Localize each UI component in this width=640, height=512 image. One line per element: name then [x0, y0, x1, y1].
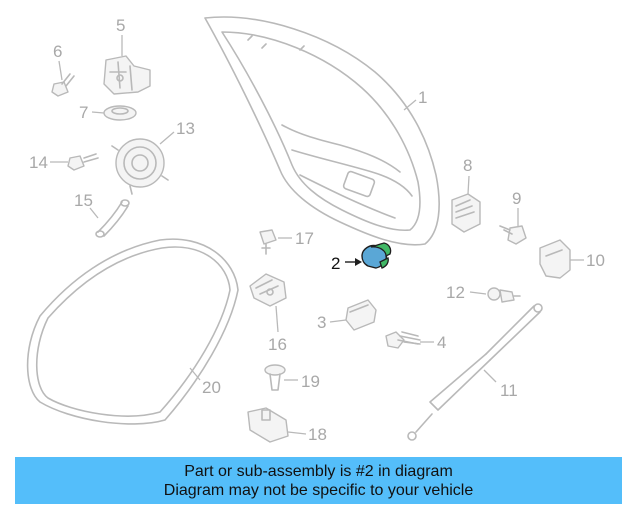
callout-11: 11: [500, 381, 518, 400]
info-banner: Part or sub-assembly is #2 in diagram Di…: [15, 457, 622, 504]
callout-1: 1: [418, 88, 427, 107]
part-19-push-pin: [264, 364, 286, 391]
part-10-cover: [539, 239, 571, 279]
part-5-hinge: [103, 55, 151, 95]
leader-12: [469, 291, 487, 295]
callout-13: 13: [176, 119, 195, 138]
leader-16: [275, 305, 279, 333]
part-17-clip: [259, 229, 277, 255]
callout-3: 3: [317, 313, 326, 332]
callout-2: 2: [331, 254, 340, 273]
part-13-speaker: [111, 138, 169, 195]
part-1-liftgate: [204, 16, 440, 246]
callout-18: 18: [308, 425, 327, 444]
callout-16: 16: [268, 335, 287, 354]
part-20-seal: [26, 238, 239, 425]
banner-line-2: Diagram may not be specific to your vehi…: [163, 481, 474, 499]
part-4-bolt: [385, 331, 421, 349]
part-14-screw: [67, 153, 99, 171]
part-7-grommet: [103, 105, 137, 121]
part-11-strut: [407, 303, 543, 441]
callout-6: 6: [53, 42, 62, 61]
leader-1: [403, 99, 417, 111]
part-3-bumper: [345, 299, 377, 331]
callout-8: 8: [463, 156, 472, 175]
callout-4: 4: [437, 333, 446, 352]
callout-14: 14: [29, 153, 48, 172]
part-15-hose: [95, 199, 130, 238]
part-2-highlighted: [361, 242, 392, 269]
leader-3: [329, 319, 347, 323]
leader-11: [483, 369, 497, 383]
callout-7: 7: [79, 103, 88, 122]
part-8-bracket: [451, 193, 481, 233]
leader-6: [58, 60, 63, 81]
callout-19: 19: [301, 372, 320, 391]
callout-10: 10: [586, 251, 605, 270]
leader-8: [467, 175, 470, 195]
banner-line-1: Part or sub-assembly is #2 in diagram: [184, 462, 453, 480]
part-6-bolt: [51, 73, 75, 97]
callout-5: 5: [116, 16, 125, 35]
leader-20: [189, 367, 201, 381]
leader-2-arrow: [355, 258, 362, 266]
leader-15: [89, 207, 99, 219]
callout-9: 9: [512, 189, 521, 208]
leader-18: [287, 431, 307, 435]
callout-17: 17: [295, 229, 314, 248]
leader-7: [91, 111, 105, 114]
leader-13: [159, 131, 175, 145]
part-12-ball-stud: [487, 287, 521, 303]
part-9-bolt: [499, 225, 527, 245]
part-16-latch: [249, 273, 287, 307]
callout-12: 12: [446, 283, 465, 302]
callout-20: 20: [202, 378, 221, 397]
part-18-bracket: [247, 407, 289, 443]
callout-15: 15: [74, 191, 93, 210]
